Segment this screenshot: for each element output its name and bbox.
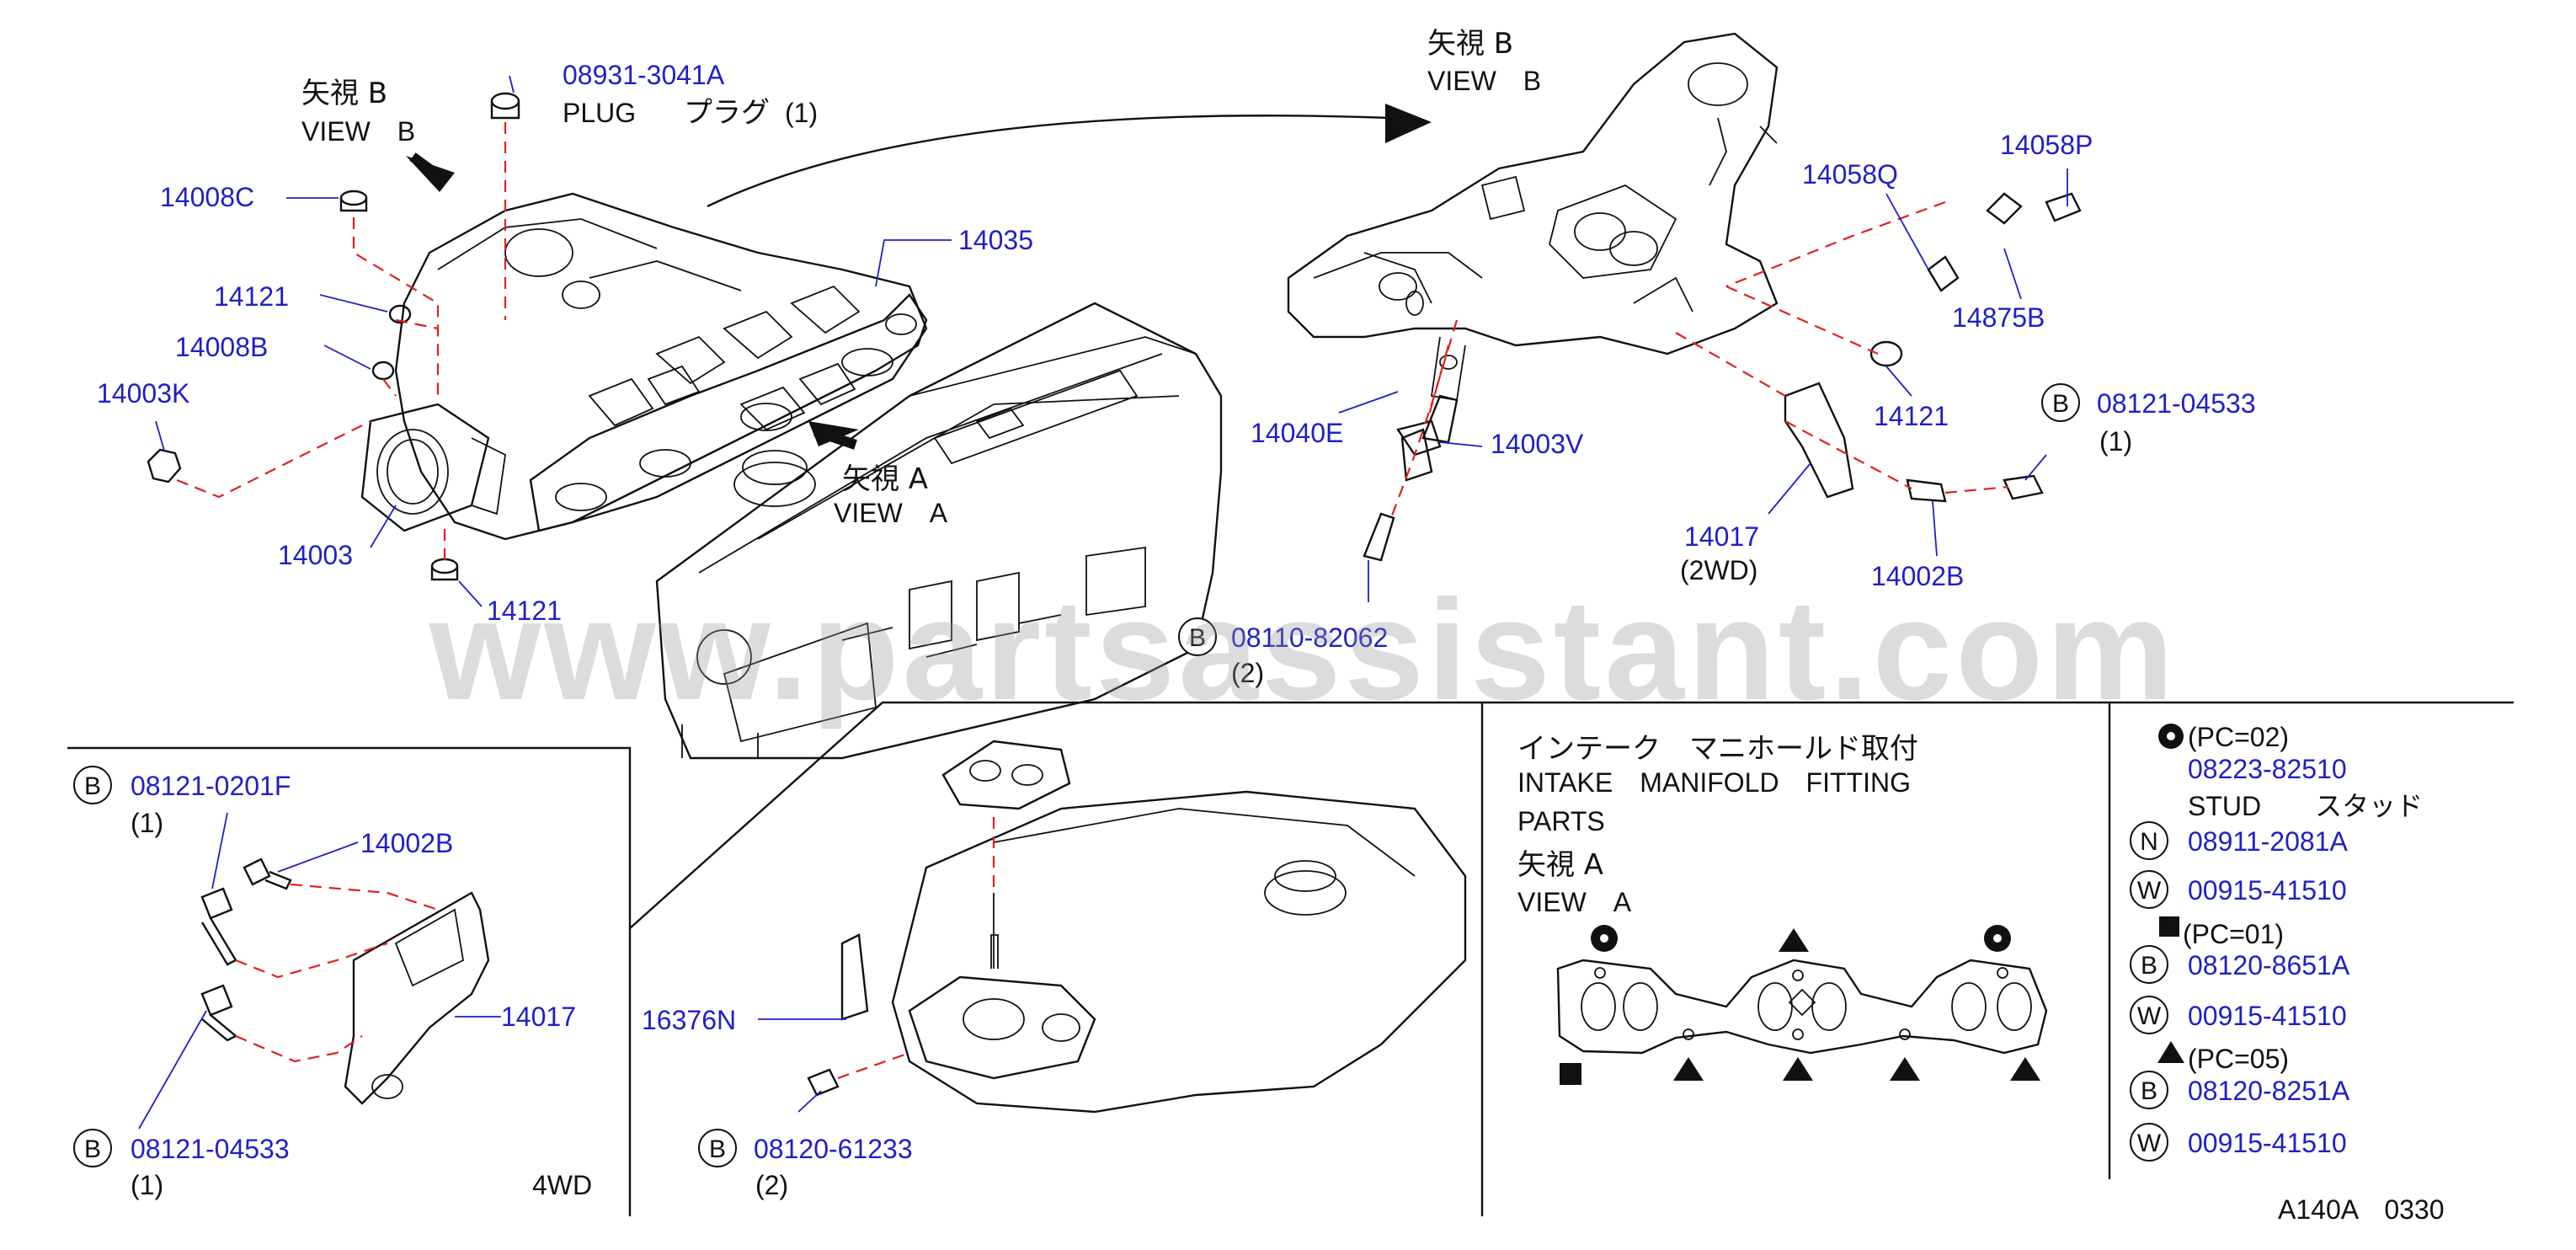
panel-frames	[67, 701, 2514, 1216]
dashed-leaders-right	[1388, 200, 2009, 523]
inset-bolt-top-qty: (1)	[131, 808, 163, 838]
bottom-bolt-part-number[interactable]: 08120-61233	[754, 1134, 913, 1164]
engine-lower-illustration	[807, 740, 1467, 1114]
inset-bolt-bottom-symbol: B	[84, 1135, 101, 1163]
bolt-mid-part-number[interactable]: 08110-82062	[1231, 622, 1388, 653]
dashed-leaders-left	[176, 122, 507, 560]
leaders-right	[1338, 168, 2068, 602]
legend-w-part-number-3[interactable]: 00915-41510	[2188, 1128, 2347, 1158]
inset-4wd-leaders	[138, 812, 501, 1130]
legend-stud-part-number[interactable]: 08223-82510	[2188, 754, 2347, 784]
plug-part-number[interactable]: 08931-3041A	[563, 60, 725, 90]
part-14003V[interactable]: 14003V	[1491, 429, 1584, 459]
legend-pc05: (PC=05)	[2188, 1044, 2289, 1074]
inset-4wd-note: 4WD	[532, 1170, 592, 1200]
bottom-bolt-symbol: B	[709, 1135, 726, 1163]
fittings-right	[1363, 192, 2082, 562]
view-arrows	[406, 104, 1432, 450]
legend-w-symbol-3: W	[2137, 1130, 2162, 1157]
inset-4wd-bracket-illustration	[200, 857, 490, 1105]
bolt-mid-qty: (2)	[1231, 658, 1264, 688]
bottom-center-dashes	[837, 817, 995, 1080]
fitting-title-line2: PARTS	[1517, 806, 1605, 836]
legend-pc01: (PC=01)	[2183, 919, 2284, 949]
engine-cylinder-head-illustration	[655, 302, 1223, 760]
part-14121-upper[interactable]: 14121	[214, 281, 289, 312]
part-14003K[interactable]: 14003K	[97, 378, 189, 409]
triangle-marker-icon	[2157, 1041, 2184, 1063]
bolt-right-symbol: B	[2052, 390, 2069, 418]
part-14121-right[interactable]: 14121	[1874, 401, 1949, 431]
part-14008B[interactable]: 14008B	[175, 332, 268, 362]
inset-bolt-bottom-part-number[interactable]: 08121-04533	[131, 1134, 290, 1164]
part-14875B[interactable]: 14875B	[1952, 302, 2045, 333]
leaders-left	[155, 75, 952, 607]
watermark: www.partsassistant.com	[429, 570, 2177, 730]
fittings-left	[147, 92, 520, 581]
intake-manifold-illustration-view-b	[1287, 32, 1779, 402]
legend-n-part-number[interactable]: 08911-2081A	[2188, 826, 2348, 857]
plug-name: PLUG	[563, 98, 636, 128]
fitting-view-a-jp: 矢視 A	[1517, 848, 1603, 882]
part-14003[interactable]: 14003	[278, 540, 353, 570]
view-b-label-en: VIEW B	[301, 116, 415, 147]
inset-bolt-top-symbol-circle	[73, 766, 112, 804]
inset-bolt-bottom-symbol-circle	[73, 1129, 112, 1167]
inset-bolt-bottom-qty: (1)	[131, 1170, 163, 1200]
part-14121-lower[interactable]: 14121	[487, 596, 562, 626]
part-14040E[interactable]: 14040E	[1251, 418, 1343, 448]
bolt-mid-symbol: B	[1189, 624, 1206, 652]
legend-b-symbol-1: B	[2141, 952, 2157, 980]
bolt-symbol-circle	[2041, 383, 2080, 422]
inset-4wd-dashes	[235, 883, 439, 1063]
legend-w-symbol-2: W	[2137, 1002, 2162, 1030]
legend-b-symbol-2: B	[2141, 1077, 2157, 1105]
view-a-gasket-illustration	[1556, 925, 2048, 1085]
legend-b-part-number-2[interactable]: 08120-8251A	[2188, 1076, 2350, 1106]
bolt-right-qty: (1)	[2099, 426, 2132, 457]
legend-b-part-number-1[interactable]: 08120-8651A	[2188, 950, 2350, 980]
view-b-label-jp: 矢視 B	[301, 77, 387, 110]
legend-pc02: (PC=02)	[2188, 722, 2289, 752]
intake-manifold-illustration-left	[360, 192, 928, 541]
legend-w-symbol-1: W	[2137, 877, 2162, 905]
bolt-right-part-number[interactable]: 08121-04533	[2097, 388, 2256, 419]
part-14058Q[interactable]: 14058Q	[1802, 159, 1898, 190]
part-14002B-right[interactable]: 14002B	[1871, 561, 1964, 591]
fitting-title-jp: インテーク マニホールド取付	[1517, 732, 1918, 766]
view-b-label-right-en: VIEW B	[1427, 66, 1541, 96]
fitting-title-line1: INTAKE MANIFOLD FITTING	[1517, 767, 1911, 798]
inset-bolt-top-symbol: B	[84, 772, 101, 800]
plug-name-jp: プラグ	[684, 96, 770, 130]
part-14008C[interactable]: 14008C	[160, 182, 254, 212]
view-a-label-en: VIEW A	[834, 498, 948, 528]
part-14035[interactable]: 14035	[958, 225, 1033, 255]
inset-part-14017[interactable]: 14017	[501, 1002, 576, 1032]
view-b-label-right-jp: 矢視 B	[1427, 27, 1513, 61]
part-16376N[interactable]: 16376N	[642, 1005, 736, 1035]
inset-part-14002B[interactable]: 14002B	[360, 828, 453, 858]
part-14017-2wd[interactable]: 14017	[1684, 521, 1759, 552]
bottom-bolt-symbol-circle	[698, 1129, 737, 1167]
square-marker-icon	[2159, 916, 2179, 937]
bottom-center-leaders	[758, 1018, 846, 1113]
view-a-label-jp: 矢視 A	[842, 462, 928, 496]
legend-w-part-number-2[interactable]: 00915-41510	[2188, 1001, 2347, 1031]
part-14058P[interactable]: 14058P	[2000, 130, 2093, 160]
inset-bolt-top-part-number[interactable]: 08121-0201F	[131, 771, 291, 801]
legend-n-symbol: N	[2140, 828, 2158, 856]
bottom-bolt-qty: (2)	[755, 1170, 788, 1200]
fitting-view-a-en: VIEW A	[1517, 887, 1632, 917]
diagram-code: A140A 0330	[2278, 1194, 2445, 1225]
legend-w-part-number-1[interactable]: 00915-41510	[2188, 875, 2347, 905]
part-14017-note: (2WD)	[1680, 555, 1757, 585]
plug-qty: (1)	[785, 98, 818, 128]
bolt-mid-symbol-circle	[1178, 617, 1217, 656]
legend-stud-name: STUD スタッド	[2188, 791, 2423, 821]
legend: (PC=02) 08223-82510 STUD スタッド N 08911-20…	[2130, 722, 2423, 1162]
